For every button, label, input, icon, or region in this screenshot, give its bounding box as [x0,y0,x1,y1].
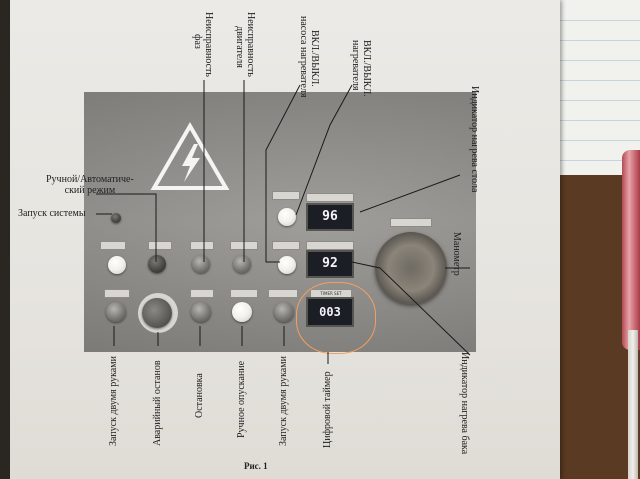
leader-lines [96,80,471,364]
panel-plate [148,241,172,250]
pen-body [628,330,638,479]
panel-plate [306,241,354,250]
document-page: TIMER SET 96 92 003 [0,0,560,479]
label-pump-heater-onoff: ВКЛ./ВЫКЛ.насоса нагревателя [298,16,320,98]
label-two-hand-start-right: Запуск двумя руками [278,356,289,446]
panel-plate [272,191,300,200]
panel-plate [230,289,258,298]
figure-caption: Рис. 1 [244,461,268,471]
panel-plate [390,218,432,227]
manual-auto-selector[interactable] [148,255,166,273]
panel-plate [100,241,126,250]
panel-plate [306,193,354,202]
label-manual-auto-mode: Ручной/Автоматиче- ский режим [46,174,134,196]
system-start-indicator [111,213,121,223]
tank-temp-display: 92 [306,250,354,278]
two-hand-start-left-button[interactable] [106,302,126,322]
panel-plate [104,289,130,298]
label-system-start: Запуск системы [18,208,86,219]
manual-lowering-button[interactable] [232,302,252,322]
label-heater-onoff: ВКЛ./ВЫКЛ.нагревателя [350,40,372,97]
panel-plate [272,241,300,250]
label-two-hand-start-left: Запуск двумя руками [108,356,119,446]
label-manometer: Манометр [451,232,462,276]
label-manual-lowering: Ручное опускание [236,360,247,438]
motor-fault-lamp [233,255,251,273]
panel-plate [190,241,214,250]
panel-plate [190,289,214,298]
stop-button[interactable] [191,302,211,322]
panel-plate [268,289,298,298]
manometer-gauge-icon [375,232,447,304]
pump-heater-switch[interactable] [278,208,296,226]
phase-fault-lamp [192,255,210,273]
label-tank-heat-indicator: Индикатор нагрева бака [459,352,470,455]
pen [622,150,640,350]
label-digital-timer: Цифровой таймер [322,371,333,448]
label-table-heat-indicator: Индикатор нагрева стола [469,86,480,193]
high-voltage-warning-icon [150,122,230,190]
two-hand-start-right-button[interactable] [274,302,294,322]
system-start-lamp[interactable] [108,256,126,274]
label-stop: Остановка [194,373,205,418]
heater-switch[interactable] [278,256,296,274]
label-emergency-stop: Аварийный останов [152,360,163,446]
emergency-stop-button[interactable] [142,298,172,328]
timer-highlight-circle [296,282,376,354]
table-temp-display: 96 [306,203,354,231]
